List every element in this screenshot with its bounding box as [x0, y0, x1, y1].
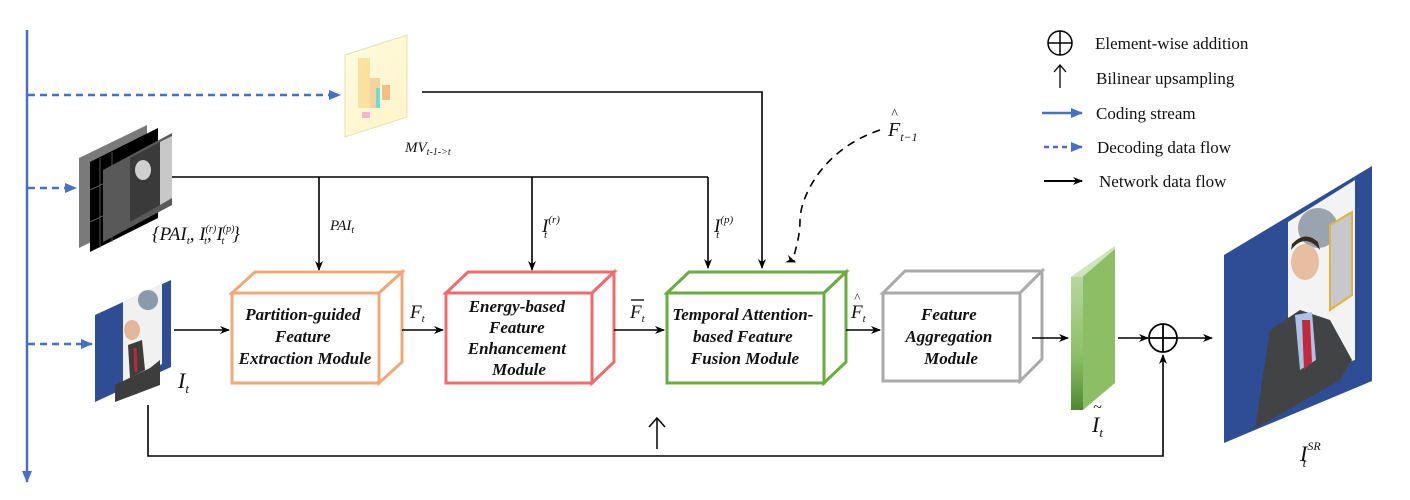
prev-feature-hat: ^: [891, 107, 898, 122]
it-label: It: [177, 368, 189, 396]
residual-feature-map: [1071, 246, 1115, 410]
prev-feature-label: Ft−1: [887, 119, 918, 144]
mv-label: MVt-1->t: [404, 140, 451, 158]
itilde-tilde: ~: [1093, 399, 1102, 416]
legend-label-decoding-flow: Decoding data flow: [1097, 138, 1232, 157]
partition-distribution-lines: [172, 176, 712, 271]
fhat-hat: ^: [854, 290, 861, 305]
pai-label: PAIt: [329, 218, 354, 236]
tafm-label: Temporal Attention- based Feature Fusion…: [672, 305, 817, 368]
fam-label: Feature Aggregation Module: [904, 305, 996, 368]
ip-label: I(p)t: [713, 214, 733, 241]
circle-plus-icon: [1047, 30, 1073, 56]
module-tafm: [663, 268, 850, 387]
motion-vector-map: [344, 34, 408, 138]
legend-label-network-flow: Network data flow: [1099, 172, 1227, 191]
partition-image-stack: [79, 125, 172, 252]
bilinear-upsampling-icon: [648, 416, 666, 449]
itilde-label: It: [1091, 412, 1103, 440]
fhat-label: Ft: [850, 302, 867, 325]
up-arrow-icon: [1053, 64, 1067, 88]
skip-connection-arrow: [147, 354, 1167, 457]
input-frame-image: [95, 280, 171, 402]
ft-label: Ft: [409, 302, 426, 325]
mv-to-tafm-arrow: [422, 91, 766, 269]
decoding-flow-arrows: [28, 90, 341, 349]
ir-label: I(r)t: [541, 214, 560, 241]
legend: Element-wise addition Bilinear upsamplin…: [1042, 30, 1249, 191]
prev-feature-arrow: [785, 129, 881, 263]
module-efem: [442, 268, 618, 387]
fbar-label: Ft: [629, 302, 646, 325]
partition-set-label: {PAIt, I(r)t, I(p)t}: [152, 224, 240, 247]
element-wise-addition-node: [1148, 323, 1178, 353]
legend-label-coding-stream: Coding stream: [1096, 104, 1196, 123]
output-sr-frame: [1224, 166, 1372, 443]
pfem-label: Partition-guided Feature Extraction Modu…: [238, 305, 372, 368]
efem-label: Energy-based Feature Enhancement Module: [467, 297, 571, 379]
legend-label-upsampling: Bilinear upsampling: [1096, 69, 1235, 88]
legend-label-addition: Element-wise addition: [1095, 34, 1249, 53]
module-pfem: [228, 268, 406, 387]
module-fam: [879, 267, 1046, 385]
